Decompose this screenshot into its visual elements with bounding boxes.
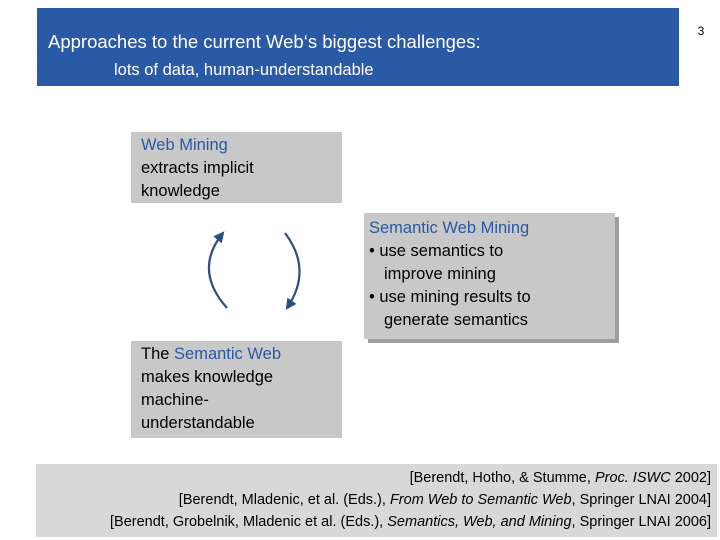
semantic-web-mining-box: Semantic Web Mining • use semantics to i… — [364, 213, 615, 339]
page-number: 3 — [697, 24, 705, 38]
web-mining-heading: Web Mining — [141, 136, 228, 154]
semantic-web-text-1: makes knowledge — [141, 368, 274, 386]
swm-bullet-2: • use mining results to — [369, 288, 531, 306]
arrow-up-left — [207, 231, 228, 309]
semantic-web-prefix: The — [141, 345, 170, 363]
slide-header: Approaches to the current Web‘s biggest … — [37, 8, 679, 86]
semantic-web-heading-line: The Semantic Web — [141, 343, 342, 366]
web-mining-text-2: knowledge — [141, 182, 220, 200]
reference-1: [Berendt, Hotho, & Stumme, Proc. ISWC 20… — [409, 470, 711, 486]
semantic-web-box: The Semantic Web makes knowledge machine… — [131, 341, 342, 438]
slide-subtitle: lots of data, human-understandable — [114, 61, 374, 79]
swm-bullet-1-cont: improve mining — [384, 265, 496, 283]
references-box: [Berendt, Hotho, & Stumme, Proc. ISWC 20… — [36, 464, 717, 537]
web-mining-text-1: extracts implicit — [141, 159, 254, 177]
reference-2: [Berendt, Mladenic, et al. (Eds.), From … — [178, 492, 711, 508]
semantic-web-mining-heading: Semantic Web Mining — [369, 219, 530, 237]
swm-bullet-1: • use semantics to — [369, 242, 504, 260]
swm-bullet-2-cont: generate semantics — [384, 311, 528, 329]
cycle-arrows — [207, 231, 301, 310]
semantic-web-text-3: understandable — [141, 414, 255, 432]
reference-3: [Berendt, Grobelnik, Mladenic et al. (Ed… — [110, 514, 711, 530]
slide-title: Approaches to the current Web‘s biggest … — [48, 31, 481, 52]
arrow-down-right — [284, 232, 301, 310]
web-mining-box: Web Mining extracts implicit knowledge — [131, 132, 342, 203]
semantic-web-highlight: Semantic Web — [174, 345, 282, 363]
semantic-web-text-2: machine- — [141, 391, 209, 409]
